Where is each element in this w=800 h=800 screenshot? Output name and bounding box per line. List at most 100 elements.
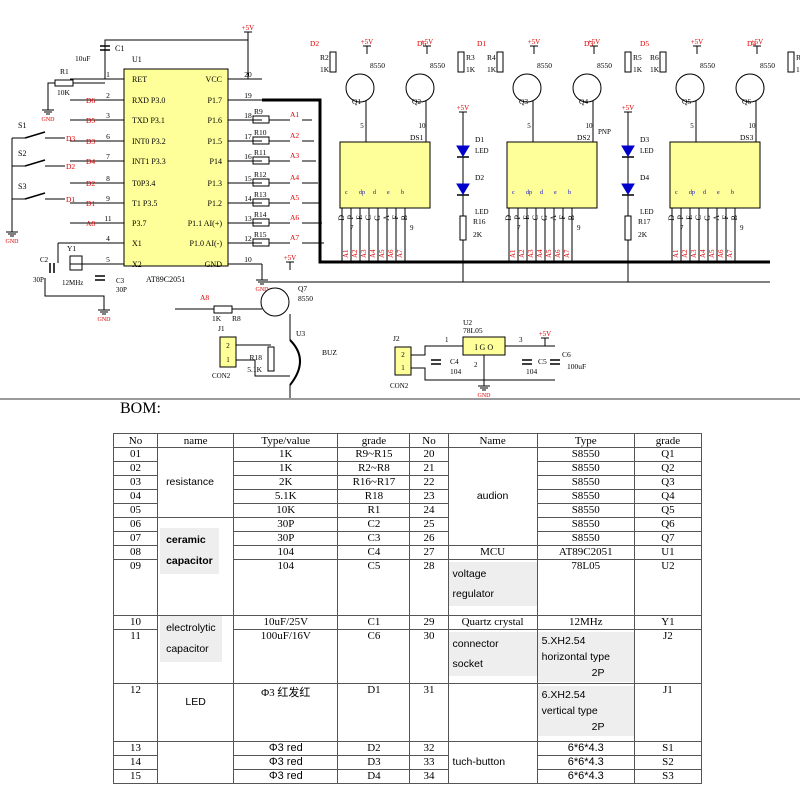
net-label: A4 (290, 173, 299, 182)
net-label: A8 (200, 293, 209, 302)
schematic-label: R17 (638, 217, 651, 226)
schematic-label: T1 P3.5 (132, 199, 157, 208)
schematic-label: C5 (538, 357, 547, 366)
led (456, 145, 470, 157)
schematic-label: D3 (640, 135, 649, 144)
schematic-label: I G O (475, 343, 493, 352)
regulator-u2 (462, 336, 506, 356)
net-label: A5 (708, 249, 716, 258)
net-label: A6 (717, 249, 725, 258)
category-led: LED (157, 683, 235, 742)
net-label: D3 (584, 39, 593, 48)
net-label: A7 (396, 249, 404, 258)
schematic-label: 4 (106, 234, 110, 243)
schematic-label: R8 (232, 314, 241, 323)
schematic-label: C (531, 215, 540, 220)
wire (44, 278, 105, 304)
schematic-label: D (337, 215, 346, 221)
schematic-label: P (513, 214, 522, 219)
schematic-label: LED (475, 147, 489, 155)
gnd-label: GND (478, 393, 492, 399)
schematic-label: P1.1 AI(+) (188, 219, 223, 228)
schematic-label: 6 (106, 132, 110, 141)
schematic-label: 1 (106, 70, 110, 79)
schematic-label: D4 (640, 173, 649, 182)
schematic-label: 1K (650, 65, 660, 74)
pin-number: 1 (401, 364, 405, 372)
net-label: A7 (563, 249, 571, 258)
net-label: A2 (351, 249, 359, 258)
net-label: A3 (360, 249, 368, 258)
schematic-label: LED (640, 147, 654, 155)
net-label: A5 (378, 249, 386, 258)
switch-label: S2 (18, 149, 26, 158)
connector-j2 (394, 346, 412, 376)
resistor-r1 (54, 79, 74, 87)
schematic-label: B (567, 215, 576, 220)
schematic-label: 10 (749, 122, 757, 130)
schematic-label: F (558, 214, 567, 219)
schematic-label: C1 (115, 44, 124, 53)
schematic-label: P (346, 214, 355, 219)
net-label: A1 (290, 110, 299, 119)
net-label: D3 (66, 134, 75, 143)
vcc-label: +5V (539, 330, 552, 338)
schematic-label: AT89C2051 (146, 275, 185, 284)
schematic-label: 16 (244, 152, 252, 161)
schematic-label: 1K (487, 65, 497, 74)
schematic-label: U2 (463, 318, 472, 327)
table-row: 08 104 C4 27 MCU AT89C2051 U1 (112, 545, 703, 560)
schematic-label: R16 (473, 217, 486, 226)
schematic-label: C2 (40, 256, 49, 264)
category-resistance: resistance (157, 447, 235, 518)
schematic-label: X2 (132, 260, 142, 269)
col-type-value: Type/value (233, 433, 339, 448)
gnd-label: GND (256, 287, 270, 293)
schematic-label: Q6 (742, 97, 751, 106)
schematic-label: LED (475, 208, 489, 216)
schematic-label: 8550 (298, 294, 313, 303)
schematic-label: R10 (254, 128, 267, 137)
net-label: A7 (726, 249, 734, 258)
schematic-label: P1.7 (208, 96, 222, 105)
schematic-label: F (721, 214, 730, 219)
resistor-r8 (213, 305, 233, 314)
schematic-label: c (345, 190, 348, 196)
net-label: A6 (387, 249, 395, 258)
schematic-label: DS1 (410, 133, 424, 142)
schematic-label: J2 (393, 334, 400, 343)
schematic-label: c (675, 190, 678, 196)
wire (24, 131, 46, 139)
schematic-label: 8 (106, 174, 110, 183)
bom-title: BOM: (120, 400, 161, 417)
schematic-label: 1 (445, 336, 449, 344)
schematic-label: 18 (244, 111, 252, 120)
schematic-label: 2 (474, 361, 478, 369)
schematic-label: 20 (244, 70, 252, 79)
net-label: D6 (417, 39, 426, 48)
net-label: A5 (545, 249, 553, 258)
schematic-label: 8550 (370, 61, 385, 70)
transistor-q6 (735, 73, 765, 103)
schematic-label: 10 (244, 255, 252, 264)
table-row: 02 1K R2~R8 21 S8550 Q2 (112, 461, 703, 476)
vcc-label: +5V (457, 104, 470, 112)
schematic-label: RXD P3.0 (132, 96, 165, 105)
schematic-label: P1.5 (208, 137, 222, 146)
table-row: 15 Φ3 red D4 34 6*6*4.3 S3 (112, 769, 703, 784)
net-label: A3 (690, 249, 698, 258)
schematic-label: A (549, 215, 558, 221)
led (456, 183, 470, 195)
schematic-label: e (554, 190, 557, 196)
net-label: A4 (699, 249, 707, 258)
schematic-label: c (512, 190, 515, 196)
schematic-label: 7 (350, 224, 354, 232)
schematic-label: DS3 (740, 133, 754, 142)
schematic-label: 1K (796, 65, 800, 74)
schematic-label: R14 (254, 210, 267, 219)
net-label: D3 (86, 137, 95, 146)
schematic-label: A (382, 215, 391, 221)
schematic-label: 10 (586, 122, 594, 130)
